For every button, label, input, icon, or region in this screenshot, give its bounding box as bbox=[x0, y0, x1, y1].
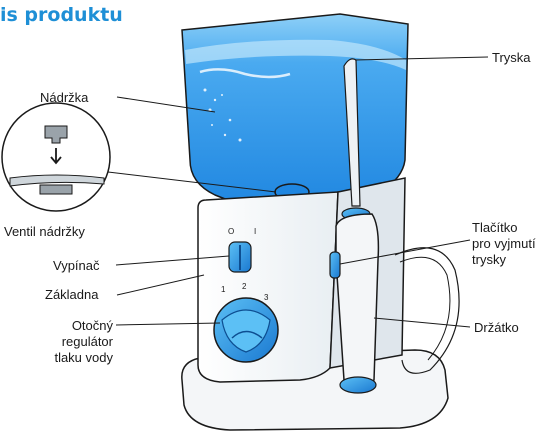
tip-eject-button[interactable] bbox=[330, 252, 340, 278]
leader-base bbox=[117, 275, 204, 295]
hose-coil-inner bbox=[400, 257, 450, 360]
label-pressure-line1: Otočný bbox=[28, 318, 113, 334]
label-tip-eject: Tlačítko pro vyjmutí trysky bbox=[472, 220, 536, 268]
page-heading: is produktu bbox=[0, 4, 123, 26]
label-pressure: Otočný regulátor tlaku vody bbox=[28, 318, 113, 366]
label-pressure-line2: regulátor bbox=[28, 334, 113, 350]
base-unit bbox=[182, 178, 459, 430]
label-tip-eject-line3: trysky bbox=[472, 252, 536, 268]
label-base: Základna bbox=[45, 287, 98, 303]
switch-mark-on: I bbox=[254, 227, 256, 236]
label-tip-eject-line1: Tlačítko bbox=[472, 220, 536, 236]
pressure-mark-1: 1 bbox=[221, 285, 226, 294]
pressure-mark-2: 2 bbox=[242, 282, 247, 291]
label-tip: Tryska bbox=[492, 50, 531, 66]
handle-body bbox=[336, 214, 378, 385]
label-handle: Držátko bbox=[474, 320, 519, 336]
pressure-mark-3: 3 bbox=[264, 293, 269, 302]
valve-inset bbox=[2, 103, 110, 211]
reservoir bbox=[182, 14, 408, 210]
label-reservoir-valve: Ventil nádržky bbox=[4, 224, 85, 240]
switch-mark-off: O bbox=[228, 227, 234, 236]
label-switch: Vypínač bbox=[53, 258, 100, 274]
handle-bottom-ring bbox=[340, 377, 376, 393]
label-reservoir: Nádržka bbox=[40, 90, 88, 106]
label-pressure-line3: tlaku vody bbox=[28, 350, 113, 366]
label-tip-eject-line2: pro vyjmutí bbox=[472, 236, 536, 252]
